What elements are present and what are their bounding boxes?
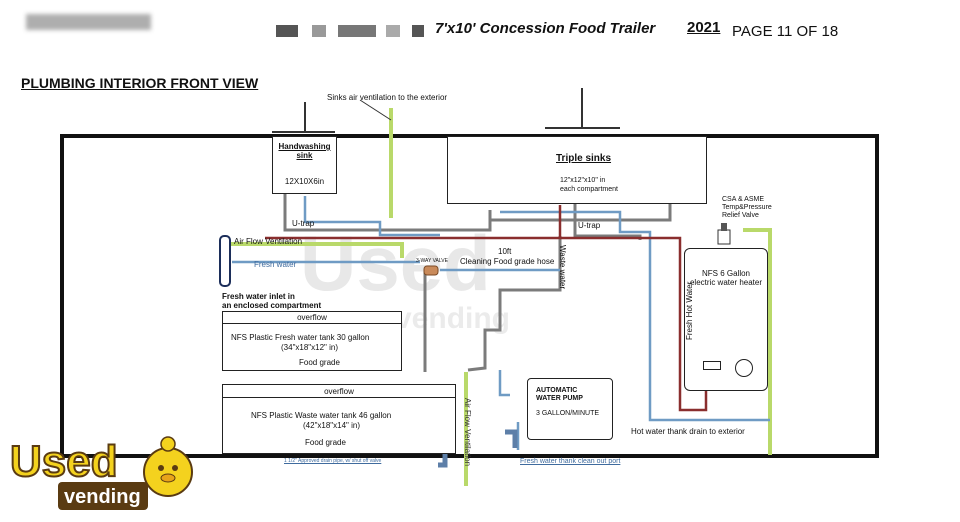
redacted-header: [26, 14, 151, 30]
relief-valve: [717, 229, 731, 245]
hose-length: 10ft: [498, 247, 512, 256]
fresh-water-inlet: [219, 235, 231, 287]
waste-pipes: [283, 193, 672, 372]
heater-label-2: electric water heater: [689, 278, 763, 287]
redacted-block: [276, 25, 298, 37]
triple-title: Triple sinks: [556, 153, 612, 164]
hose-label: Cleaning Food grade hose: [460, 257, 555, 266]
year: 2021: [687, 19, 721, 36]
redacted-block: [312, 25, 326, 37]
relief-label-3: Relief Valve: [722, 212, 759, 219]
fresh-tank-overflow: overflow: [297, 313, 327, 322]
relief-label-2: Temp&Pressure: [722, 204, 772, 211]
handwash-size: 12X10X6in: [284, 177, 325, 186]
fresh-water-label: Fresh water: [254, 260, 297, 269]
logo-vending-text: vending: [64, 486, 141, 508]
cleanout-port: [505, 429, 518, 448]
coin-icon: [160, 436, 176, 452]
triple-size-note: each compartment: [560, 186, 618, 193]
redacted-block: [412, 25, 424, 37]
utrap-right-label: U-trap: [578, 221, 601, 230]
hot-pipes: [265, 205, 708, 412]
fresh-pipes: [232, 196, 770, 450]
handwashing-sink: Handwashing sink 12X10X6in: [272, 136, 337, 194]
drain-pipe-label: 1 1/2" Approved drain pipe, w/ shut off …: [284, 458, 382, 464]
waste-tank-label: NFS Plastic Waste water tank 46 gallon: [251, 411, 392, 420]
airflow-label: Air Flow Ventilation: [234, 237, 303, 246]
fresh-tank-grade: Food grade: [299, 358, 340, 367]
cleanout-label: Fresh water thank clean out port: [520, 458, 621, 465]
divider: [223, 323, 401, 324]
fresh-inlet-label-2: an enclosed compartment: [222, 301, 322, 310]
hot-drain-label: Hot water thank drain to exterior: [631, 427, 745, 436]
heater-label: NFS 6 Gallon: [701, 269, 751, 278]
divider: [223, 397, 455, 398]
fresh-water-tank: overflow NFS Plastic Fresh water tank 30…: [222, 311, 402, 371]
triple-sinks: Triple sinks 12"x12"x10" in each compart…: [447, 136, 707, 204]
waste-water-label: Waste water: [558, 245, 567, 290]
heater-panel: [703, 361, 721, 370]
waste-tank-grade: Food grade: [305, 438, 346, 447]
page-number: PAGE 11 OF 18: [732, 23, 839, 40]
logo-used-text: Used: [10, 437, 118, 486]
handwash-title: Handwashing sink: [278, 142, 331, 160]
utrap-left-label: U-trap: [292, 219, 315, 228]
used-vending-logo: Used vending: [9, 436, 193, 510]
relief-valve-stem: [721, 223, 727, 231]
water-pump: AUTOMATIC WATER PUMP 3 GALLON/MINUTE: [527, 378, 613, 440]
handwash-faucet: [272, 102, 335, 133]
airflow-bottom-label: Air Flow Ventilation: [463, 398, 472, 467]
page-title: 7'x10' Concession Food Trailer: [435, 20, 656, 37]
pump-label: AUTOMATIC: [536, 387, 578, 394]
pump-capacity: 3 GALLON/MINUTE: [536, 410, 600, 417]
fresh-inlet-label: Fresh water inlet in: [222, 292, 295, 301]
pump-label-2: WATER PUMP: [536, 395, 583, 402]
waste-water-tank: overflow NFS Plastic Waste water tank 46…: [222, 384, 456, 454]
vent-pipes: [222, 108, 772, 486]
section-title: PLUMBING INTERIOR FRONT VIEW: [21, 75, 259, 91]
three-way-valve: [423, 265, 439, 276]
water-heater: NFS 6 Gallon electric water heater: [684, 248, 768, 391]
logo-banner: [58, 482, 148, 510]
three-way-label: 3-WAY VALVE: [416, 258, 448, 264]
waste-tank-overflow: overflow: [324, 387, 354, 396]
fresh-tank-size: (34"x18"x12" in): [281, 343, 338, 352]
triple-size: 12"x12"x10" in: [560, 177, 606, 184]
redacted-block: [386, 25, 400, 37]
triple-sink-faucet: [545, 88, 620, 129]
sinks-vent-label: Sinks air ventilation to the exterior: [327, 93, 448, 102]
piggy-icon: [143, 447, 193, 497]
redacted-block: [338, 25, 376, 37]
heater-dial-icon: [735, 359, 753, 377]
fresh-hot-label: Fresh Hot Water: [685, 281, 694, 340]
fresh-tank-label: NFS Plastic Fresh water tank 30 gallon: [231, 333, 370, 342]
waste-tank-size: (42"x18"x14" in): [303, 421, 360, 430]
relief-label-1: CSA & ASME: [722, 196, 765, 203]
